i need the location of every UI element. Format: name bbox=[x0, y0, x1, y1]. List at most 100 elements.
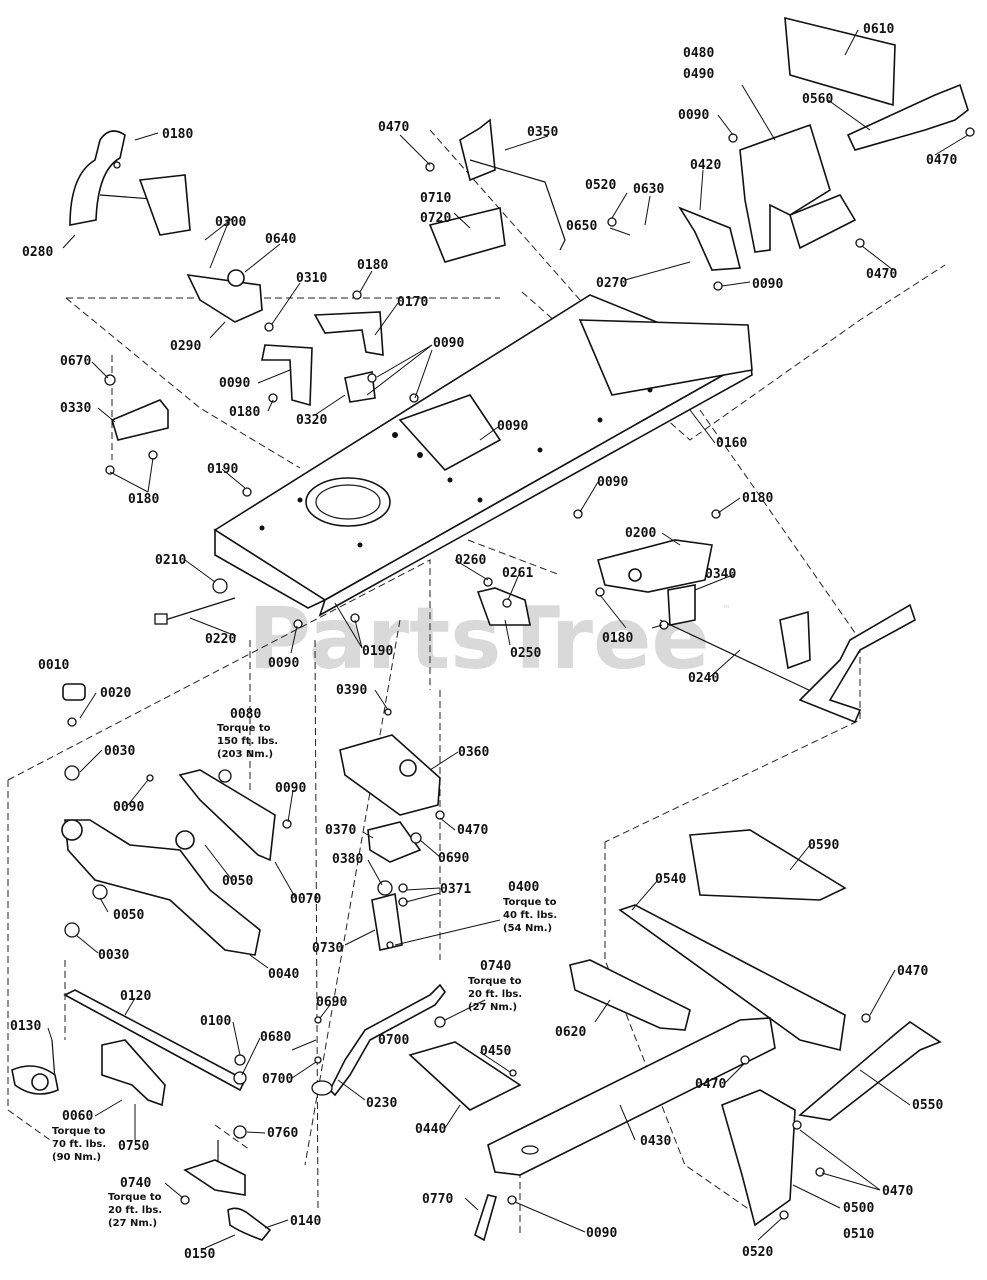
part-label: 0270 bbox=[596, 276, 627, 291]
part-label: 0010 bbox=[38, 658, 69, 673]
spindle-0130 bbox=[11, 1039, 59, 1095]
part-label: 0500 bbox=[843, 1201, 874, 1216]
axle-0040 bbox=[61, 819, 261, 956]
block-0730 bbox=[371, 892, 403, 951]
part-label: 0180 bbox=[357, 258, 388, 273]
part-label: 0340 bbox=[705, 567, 736, 582]
part-label: 0690 bbox=[316, 995, 347, 1010]
part-label: 0090 bbox=[219, 376, 250, 391]
part-label: 0280 bbox=[22, 245, 53, 260]
part-label: 0380 bbox=[332, 852, 363, 867]
bracket-0340 bbox=[667, 584, 696, 626]
part-label: 0130 bbox=[10, 1019, 41, 1034]
part-label: 0670 bbox=[60, 354, 91, 369]
part-label: 0470 bbox=[695, 1077, 726, 1092]
torque-note-line: (203 Nm.) bbox=[217, 749, 273, 760]
part-label: 0690 bbox=[438, 851, 469, 866]
part-label: 0490 bbox=[683, 67, 714, 82]
part-label: 0200 bbox=[625, 526, 656, 541]
rail-0430 bbox=[487, 1017, 776, 1176]
part-label: 0470 bbox=[866, 267, 897, 282]
part-label: 0330 bbox=[60, 401, 91, 416]
part-label: 0220 bbox=[205, 632, 236, 647]
torque-note-line: 150 ft. lbs. bbox=[217, 736, 278, 747]
part-label: 0730 bbox=[312, 941, 343, 956]
spindle-0140-0150 bbox=[183, 1140, 272, 1241]
part-label: 0550 bbox=[912, 1098, 943, 1113]
bracket-0560 bbox=[846, 83, 969, 151]
part-label: 0370 bbox=[325, 823, 356, 838]
part-labels: 0610 0480 0490 0560 0090 0470 0180 0470 … bbox=[10, 22, 957, 1262]
part-label: 0420 bbox=[690, 158, 721, 173]
part-label: 0140 bbox=[290, 1214, 321, 1229]
part-label: 0170 bbox=[397, 295, 428, 310]
part-label: 0680 bbox=[260, 1030, 291, 1045]
part-label: 0180 bbox=[128, 492, 159, 507]
plate-0500-0510 bbox=[721, 1089, 796, 1227]
part-label: 0060 bbox=[62, 1109, 93, 1124]
part-label: 0650 bbox=[566, 219, 597, 234]
part-label: 0390 bbox=[336, 683, 367, 698]
part-label: 0100 bbox=[200, 1014, 231, 1029]
part-label: 0740 bbox=[480, 959, 511, 974]
part-label: 0290 bbox=[170, 339, 201, 354]
part-label: 0040 bbox=[268, 967, 299, 982]
part-label: 0470 bbox=[926, 153, 957, 168]
part-label: 0030 bbox=[98, 948, 129, 963]
part-label: 0430 bbox=[640, 1134, 671, 1149]
bracket-0360 bbox=[339, 734, 441, 816]
part-label: 0090 bbox=[275, 781, 306, 796]
part-label: 0440 bbox=[415, 1122, 446, 1137]
part-label: 0320 bbox=[296, 413, 327, 428]
plate-0440 bbox=[408, 1041, 522, 1111]
part-label: 0230 bbox=[366, 1096, 397, 1111]
torque-notes: Torque to 150 ft. lbs. (203 Nm.) Torque … bbox=[52, 723, 557, 1229]
torque-note-line: (27 Nm.) bbox=[108, 1218, 157, 1229]
torque-note-line: 20 ft. lbs. bbox=[468, 989, 522, 1000]
plate-0710-0720 bbox=[428, 207, 506, 263]
cap-0010 bbox=[62, 683, 86, 701]
part-label: 0090 bbox=[268, 656, 299, 671]
plate-0070 bbox=[178, 769, 276, 862]
lever-0350 bbox=[459, 118, 566, 251]
bracket-0290 bbox=[186, 269, 263, 323]
torque-note-line: 40 ft. lbs. bbox=[503, 910, 557, 921]
part-label: 0560 bbox=[802, 92, 833, 107]
part-label: 0540 bbox=[655, 872, 686, 887]
torque-note-line: Torque to bbox=[108, 1192, 162, 1203]
part-label: 0450 bbox=[480, 1044, 511, 1059]
part-label: 0520 bbox=[585, 178, 616, 193]
torque-note-line: 20 ft. lbs. bbox=[108, 1205, 162, 1216]
bolt-0220 bbox=[154, 578, 236, 625]
part-label: 0190 bbox=[362, 644, 393, 659]
part-label: 0640 bbox=[265, 232, 296, 247]
bracket-0200 bbox=[597, 539, 713, 593]
bracket-0310-0320 bbox=[261, 344, 313, 407]
torque-note-line: Torque to bbox=[217, 723, 271, 734]
part-label: 0261 bbox=[502, 566, 533, 581]
part-label: 0090 bbox=[113, 800, 144, 815]
part-label: 0260 bbox=[455, 553, 486, 568]
bar-0240 bbox=[659, 603, 916, 724]
part-label: 0720 bbox=[420, 211, 451, 226]
torque-note-line: Torque to bbox=[52, 1126, 106, 1137]
part-label: 0160 bbox=[716, 436, 747, 451]
part-label: 0090 bbox=[586, 1226, 617, 1241]
bracket-0420 bbox=[678, 206, 742, 271]
part-label: 0030 bbox=[104, 744, 135, 759]
part-label: 0620 bbox=[555, 1025, 586, 1040]
part-label: 0310 bbox=[296, 271, 327, 286]
torque-note-line: (90 Nm.) bbox=[52, 1152, 101, 1163]
plate-0590 bbox=[689, 829, 847, 901]
part-label: 0371 bbox=[440, 882, 471, 897]
part-label: 0610 bbox=[863, 22, 894, 37]
bracket-0550 bbox=[798, 1021, 942, 1121]
part-label: 0300 bbox=[215, 215, 246, 230]
hardware-items bbox=[64, 127, 975, 1220]
bracket-0330 bbox=[111, 399, 169, 441]
part-label: 0520 bbox=[742, 1245, 773, 1260]
part-label: 0350 bbox=[527, 125, 558, 140]
torque-note-line: (27 Nm.) bbox=[468, 1002, 517, 1013]
part-label: 0240 bbox=[688, 671, 719, 686]
